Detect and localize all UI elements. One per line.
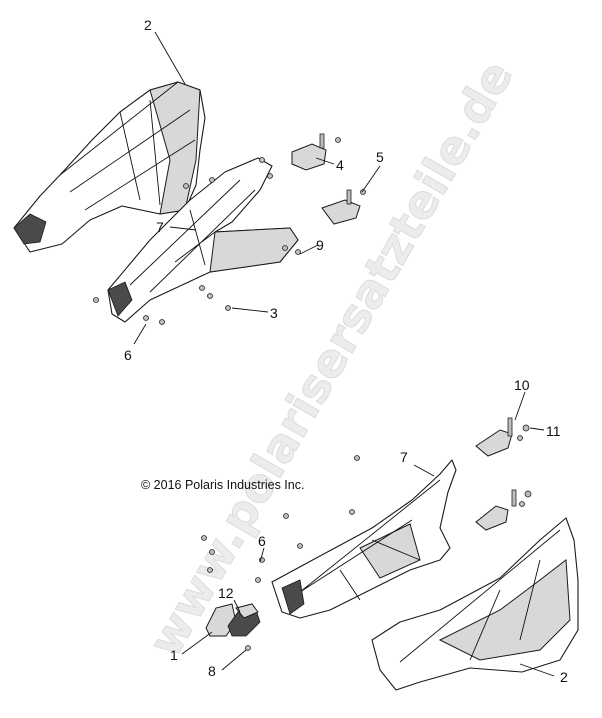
callout-2-bottom: 2 xyxy=(560,669,568,685)
callout-10: 10 xyxy=(514,377,530,393)
callout-7-top: 7 xyxy=(156,219,164,235)
bot-hinge-12-part xyxy=(227,603,261,637)
callout-2-top: 2 xyxy=(144,17,152,33)
callout-6-top: 6 xyxy=(124,347,132,363)
bot-door-panel-part xyxy=(371,517,579,691)
top-bracket-4-part xyxy=(291,133,341,171)
copyright-text: © 2016 Polaris Industries Inc. xyxy=(141,478,304,492)
callout-1: 1 xyxy=(170,647,178,663)
callout-12: 12 xyxy=(218,585,234,601)
callout-11: 11 xyxy=(546,423,561,439)
callout-4: 4 xyxy=(336,157,344,173)
callout-7-bottom: 7 xyxy=(400,449,408,465)
top-fasteners xyxy=(93,157,301,325)
callout-9: 9 xyxy=(316,237,324,253)
bot-bracket-upper-part xyxy=(475,417,530,457)
top-bracket-5-part xyxy=(321,189,366,225)
bot-bracket-lower-part xyxy=(475,489,532,531)
bot-fasteners xyxy=(201,455,360,651)
top-door-panel-part xyxy=(13,81,206,253)
callout-3: 3 xyxy=(270,305,278,321)
callout-5: 5 xyxy=(376,149,384,165)
callout-8: 8 xyxy=(208,663,216,679)
callout-6-bottom: 6 xyxy=(258,533,266,549)
bot-frame-part xyxy=(271,459,457,619)
top-frame-part xyxy=(107,157,299,323)
